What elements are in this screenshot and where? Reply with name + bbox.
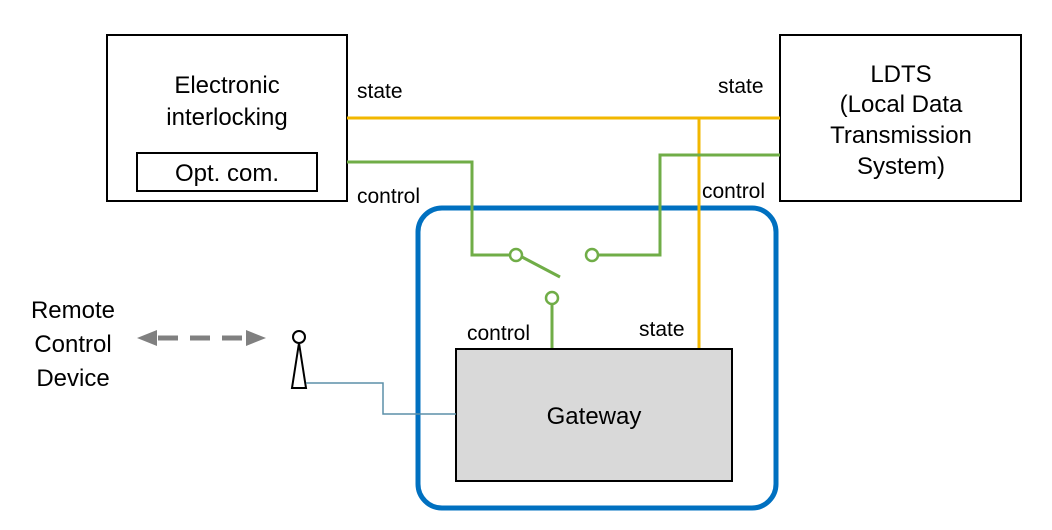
ldts-line1: LDTS [870,61,931,88]
gateway-box: Gateway [455,348,733,482]
remote-line3: Device [36,365,109,392]
state-label-gateway: state [639,318,685,341]
interlocking-title-line2: interlocking [166,104,287,131]
switch-contact-left [508,247,524,263]
ldts-box: LDTS (Local Data Transmission System) [779,34,1022,202]
opt-com-box [136,152,318,192]
switch-lever [521,255,561,279]
switch-contact-right [584,247,600,263]
antenna-link [306,382,456,415]
control-line-interlocking [347,160,510,257]
remote-line1: Remote [31,297,115,324]
interlocking-title-line1: Electronic [174,72,279,99]
control-label-right: control [702,180,765,203]
ldts-line3: Transmission [830,122,972,149]
state-label-left: state [357,80,403,103]
opt-com-label: Opt. com. [175,160,279,187]
control-label-gateway: control [467,322,530,345]
control-line-ldts [598,153,780,257]
state-label-right: state [718,75,764,98]
control-label-left: control [357,185,420,208]
antenna-icon [290,330,308,389]
ldts-line4: System) [857,153,945,180]
wireless-arrow [137,330,266,346]
interlocking-box: Electronic interlocking Opt. com. [106,34,348,202]
switch-contact-bottom [544,290,560,306]
gateway-label: Gateway [547,403,642,430]
gateway-enclosure [415,205,779,511]
remote-line2: Control [34,331,111,358]
ldts-line2: (Local Data [840,91,963,118]
